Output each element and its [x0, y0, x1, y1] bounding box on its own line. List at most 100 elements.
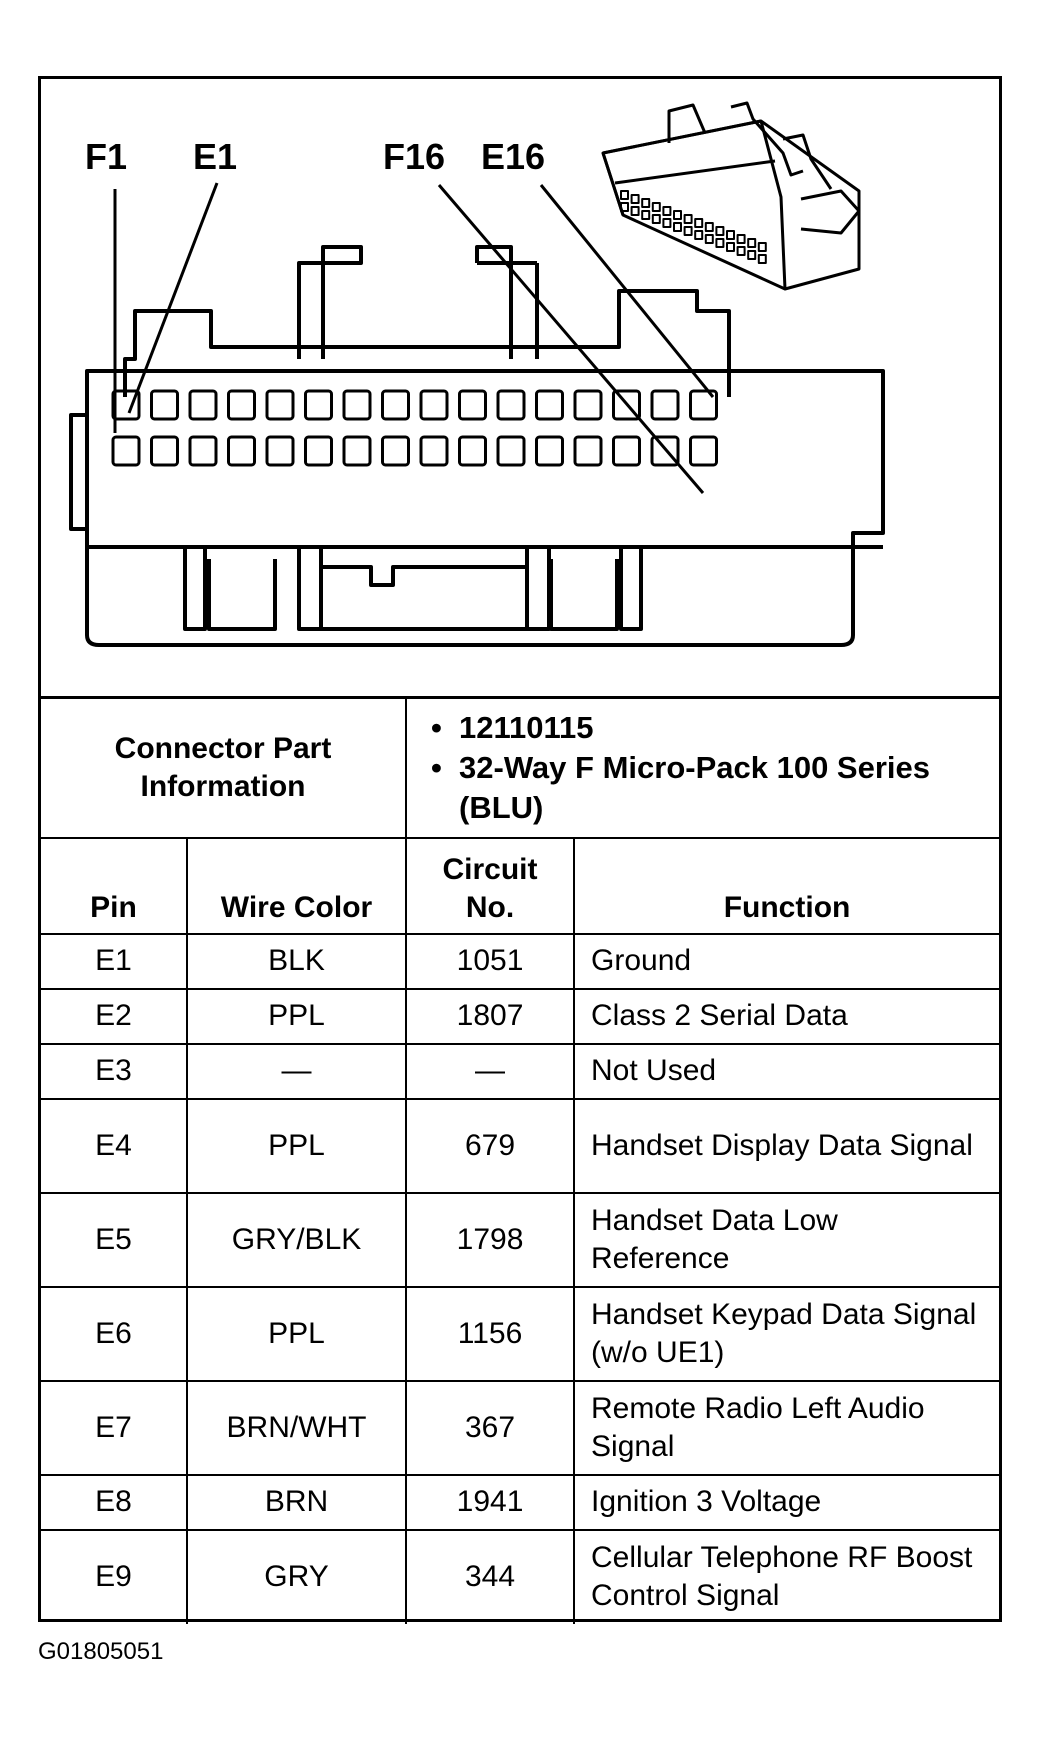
circuit-cell: 1941 — [405, 1473, 576, 1531]
upper-shelf-left — [123, 309, 299, 397]
pin-cavity — [188, 389, 218, 421]
mini-pin-cavity — [757, 254, 767, 264]
mini-pin-cavity — [673, 210, 682, 220]
connector-info-details: 12110115 32-Way F Micro-Pack 100 Series … — [405, 696, 1000, 839]
connector-info-list: 12110115 32-Way F Micro-Pack 100 Series … — [423, 708, 983, 828]
pin-grid — [111, 389, 718, 467]
mini-pin-cavity — [620, 190, 629, 200]
mini-pin-cavity — [620, 202, 629, 212]
mini-pin-cavity — [641, 210, 651, 220]
pin-cell: E5 — [41, 1191, 188, 1288]
header-wire-color: Wire Color — [185, 836, 408, 935]
pin-cavity — [419, 435, 449, 467]
pin-cell: E7 — [41, 1379, 188, 1476]
pin-cavity — [150, 389, 179, 421]
circuit-cell: 1156 — [405, 1285, 576, 1382]
function-cell: Cellular Telephone RF Boost Control Sign… — [573, 1528, 1000, 1624]
wire-color-cell: BRN — [185, 1473, 408, 1531]
left-latch-outline — [297, 245, 363, 359]
header-function: Function — [573, 836, 1000, 935]
leader-f16 — [437, 184, 705, 494]
pinout-table: Connector Part Information 12110115 32-W… — [41, 696, 1000, 1624]
connector-info-label: Connector Part Information — [41, 696, 408, 839]
pin-cavity — [419, 389, 449, 421]
circuit-cell: 1798 — [405, 1191, 576, 1288]
pin-cavity — [342, 389, 372, 421]
pin-cavity — [342, 435, 372, 467]
wire-color-cell: GRY/BLK — [185, 1191, 408, 1288]
mini-pin-cavity — [651, 202, 661, 212]
mini-pin-cavity — [694, 218, 704, 228]
upper-shelf-right — [537, 289, 731, 397]
mini-pin-cavity — [704, 234, 714, 244]
mini-pin-cavity — [694, 230, 704, 240]
mini-pin-cavity — [704, 222, 714, 232]
pin-cell: E2 — [41, 987, 188, 1045]
label-e1: E1 — [193, 136, 237, 177]
pin-cavity — [227, 435, 256, 467]
mini-pin-cavity — [736, 234, 746, 244]
pin-cavity — [573, 435, 603, 467]
lower-lock-right — [525, 547, 643, 631]
function-cell: Ignition 3 Voltage — [573, 1473, 1000, 1531]
pin-cell: E8 — [41, 1473, 188, 1531]
pin-cell: E6 — [41, 1285, 188, 1382]
connector-description: 32-Way F Micro-Pack 100 Series (BLU) — [423, 748, 983, 828]
left-tab — [69, 413, 87, 531]
lower-lock-left — [183, 547, 323, 631]
mini-pin-cavity — [683, 214, 693, 224]
circuit-cell: 367 — [405, 1379, 576, 1476]
label-f16: F16 — [383, 136, 445, 177]
pin-cavity — [496, 435, 526, 467]
pin-cavity — [304, 389, 333, 421]
wire-color-cell: GRY — [185, 1528, 408, 1624]
pin-cavity — [458, 435, 487, 467]
pin-cavity — [612, 389, 641, 421]
connector-3d-view — [601, 101, 861, 291]
pinout-table-body: Connector Part Information 12110115 32-W… — [41, 696, 1000, 1624]
table-row: E3——Not Used — [41, 1042, 1000, 1100]
mini-pin-cavity — [673, 222, 682, 232]
function-cell: Remote Radio Left Audio Signal — [573, 1379, 1000, 1476]
pin-cavity — [111, 435, 141, 467]
mini-pin-cavity — [683, 226, 693, 236]
function-cell: Handset Keypad Data Signal (w/o UE1) — [573, 1285, 1000, 1382]
mini-pin-cavity — [630, 206, 640, 216]
wire-color-cell: PPL — [185, 1097, 408, 1194]
circuit-cell: 679 — [405, 1097, 576, 1194]
mini-pin-cavity — [715, 226, 725, 236]
pin-cavity — [573, 389, 603, 421]
pin-cavity — [304, 435, 333, 467]
pin-cavity — [689, 389, 718, 421]
leader-e16 — [539, 184, 715, 398]
pin-cell: E9 — [41, 1528, 188, 1624]
connector-diagram: F1 E1 F16 E16 — [41, 79, 999, 696]
pin-cavity — [265, 435, 295, 467]
pin-cavity — [381, 389, 410, 421]
wire-color-cell: BRN/WHT — [185, 1379, 408, 1476]
mini-pin-cavity — [726, 242, 735, 252]
pin-cell: E4 — [41, 1097, 188, 1194]
pin-cavity — [381, 435, 410, 467]
pin-cavity — [496, 389, 526, 421]
connector-drawing: F1 E1 F16 E16 — [69, 101, 885, 647]
wire-color-cell: PPL — [185, 987, 408, 1045]
circuit-cell: 1807 — [405, 987, 576, 1045]
connector-info-row: Connector Part Information 12110115 32-W… — [41, 696, 1000, 839]
wire-color-cell: — — [185, 1042, 408, 1100]
figure-code: G01805051 — [38, 1638, 164, 1665]
function-cell: Ground — [573, 932, 1000, 990]
label-f1: F1 — [85, 136, 127, 177]
connector-part-number: 12110115 — [423, 708, 983, 748]
pin-cavity — [265, 389, 295, 421]
function-cell: Handset Display Data Signal — [573, 1097, 1000, 1194]
mini-pin-cavity — [736, 246, 746, 256]
function-cell: Handset Data Low Reference — [573, 1191, 1000, 1288]
